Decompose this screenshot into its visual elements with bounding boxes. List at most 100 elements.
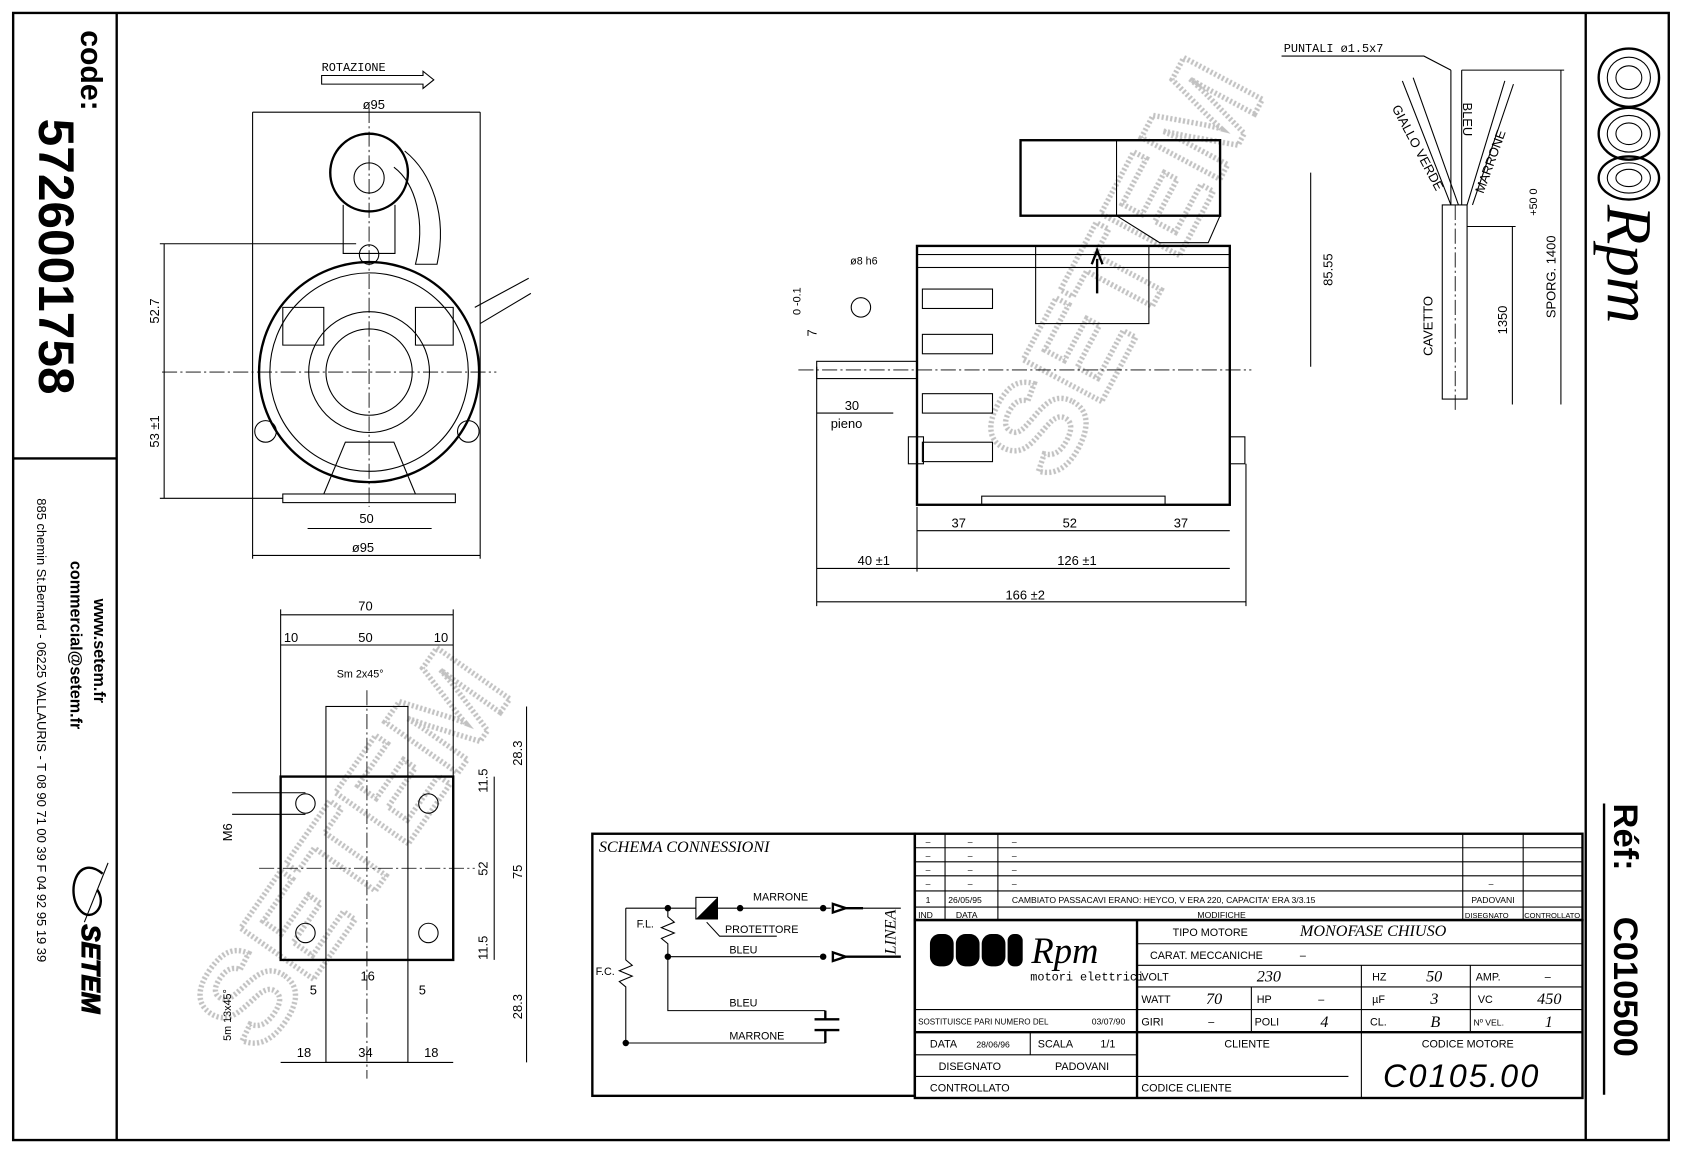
- right-brand-panel: Rpm Réf: C010500: [1584, 12, 1665, 1141]
- controllato-label: CONTROLLATO: [930, 1083, 1010, 1095]
- thread-m6: M6: [220, 823, 235, 841]
- dim-40: 40 ±1: [858, 553, 890, 568]
- dim-shaft-dia: ø8 h6: [850, 255, 878, 267]
- schema-marrone-low: MARRONE: [729, 1031, 784, 1043]
- cl-value: B: [1430, 1014, 1440, 1031]
- rev-ind: –: [926, 851, 931, 861]
- dim-w50: 50: [358, 630, 372, 645]
- website: www.setem.fr: [90, 598, 108, 704]
- dim-w10-left: 10: [284, 630, 298, 645]
- dim-166: 166 ±2: [1005, 588, 1044, 603]
- tipo-motore-value: MONOFASE CHIUSO: [1299, 923, 1447, 940]
- codice-motore-label: CODICE MOTORE: [1422, 1038, 1514, 1050]
- rpm-coil-logo-icon: [1597, 47, 1661, 201]
- disegnato-value: PADOVANI: [1055, 1061, 1109, 1073]
- rev-data: 26/05/95: [948, 895, 982, 905]
- dim-flat-tol: 0 -0.1: [792, 287, 804, 315]
- dim-b18-left: 18: [297, 1045, 311, 1060]
- codice-cliente-label: CODICE CLIENTE: [1141, 1083, 1231, 1095]
- vel-label: Nº VEL.: [1474, 1018, 1504, 1028]
- rev-data: –: [968, 837, 973, 847]
- dim-52-7: 52.7: [147, 298, 162, 323]
- volt-value: 230: [1257, 969, 1281, 986]
- uf-value: 3: [1429, 991, 1438, 1008]
- code-label: code:: [74, 30, 107, 111]
- left-info-panel: code: 5726001758 www.setem.fr commercial…: [13, 12, 118, 1141]
- wire-bleu: BLEU: [1460, 102, 1475, 136]
- rev-data: –: [968, 865, 973, 875]
- dim-52-mid: 52: [1063, 515, 1077, 530]
- schema-fc: F.C.: [596, 966, 615, 978]
- rev-ind: –: [926, 865, 931, 875]
- rev-data: –: [968, 879, 973, 889]
- dim-s5-left: 5: [310, 982, 317, 997]
- dim-b34: 34: [358, 1045, 372, 1060]
- rpm-logo-text: Rpm: [1593, 204, 1665, 324]
- disegnato-label: DISEGNATO: [939, 1061, 1001, 1073]
- rev-desc: –: [1012, 879, 1017, 889]
- header-disegnato: DISEGNATO: [1465, 911, 1509, 920]
- rev-ind: –: [926, 879, 931, 889]
- rev-dis: –: [1489, 879, 1494, 889]
- rotation-arrow-icon: [321, 70, 435, 90]
- amp-value: –: [1545, 971, 1551, 983]
- schema-title: SCHEMA CONNESSIONI: [599, 839, 771, 856]
- rev-data: –: [968, 851, 973, 861]
- header-modifiche: MODIFICHE: [1197, 910, 1246, 920]
- hz-label: HZ: [1372, 971, 1387, 983]
- dim-dia-top: ø95: [363, 97, 385, 112]
- vc-label: VC: [1478, 994, 1493, 1006]
- vel-value: 1: [1545, 1014, 1553, 1031]
- connection-schema: SCHEMA CONNESSIONI MARRONE PROTETTORE F.…: [591, 832, 917, 1098]
- dim-h52: 52: [476, 861, 491, 875]
- revision-table: – – – – – – – – – – – – – 1 26/05/95 CAM…: [913, 832, 1584, 922]
- dim-37-right: 37: [1174, 515, 1188, 530]
- setem-brand: SETEM: [76, 924, 104, 1015]
- dim-h28-3-top: 28.3: [510, 741, 525, 766]
- dim-h28-3-bottom: 28.3: [510, 994, 525, 1019]
- volt-label: VOLT: [1141, 971, 1169, 983]
- schema-bleu-low: BLEU: [729, 997, 757, 1009]
- title-logo-text: Rpm: [1030, 930, 1098, 971]
- sostituisce-value: 03/07/90: [1092, 1017, 1126, 1027]
- amp-label: AMP.: [1476, 971, 1501, 983]
- ref-value: C010500: [1606, 917, 1644, 1057]
- setem-logo: SETEM: [72, 862, 109, 1015]
- address: 885 chemin St.Bernard - 06225 VALLAURIS …: [34, 498, 49, 962]
- rotation-label: ROTAZIONE: [322, 61, 386, 75]
- rev-desc: CAMBIATO PASSACAVI ERANO: HEYCO, V ERA 2…: [1012, 895, 1316, 905]
- poli-value: 4: [1320, 1014, 1328, 1031]
- schema-fl: F.L.: [637, 919, 654, 931]
- code-value: 5726001758: [28, 119, 84, 395]
- cavetto-label: CAVETTO: [1421, 296, 1436, 356]
- rev-ind: 1: [926, 895, 931, 905]
- chamfer-top: Sm 2x45°: [337, 668, 384, 680]
- schema-linea: LINEA: [882, 910, 899, 956]
- header-data: DATA: [956, 910, 978, 920]
- schema-protettore: PROTETTORE: [725, 924, 798, 936]
- cl-label: CL.: [1370, 1017, 1387, 1029]
- watt-value: 70: [1206, 991, 1222, 1008]
- rev-dis: PADOVANI: [1471, 895, 1514, 905]
- dim-b18-right: 18: [424, 1045, 438, 1060]
- hp-label: HP: [1257, 994, 1272, 1006]
- rev-desc: –: [1012, 837, 1017, 847]
- tipo-motore-label: TIPO MOTORE: [1173, 927, 1248, 939]
- puntali-label: PUNTALI ø1.5x7: [1284, 42, 1384, 56]
- hz-value: 50: [1426, 969, 1442, 986]
- title-logo-sub: motori elettrici: [1030, 970, 1144, 984]
- schema-marrone-top: MARRONE: [753, 892, 808, 904]
- hp-value: –: [1318, 994, 1324, 1006]
- header-controllato: CONTROLLATO: [1524, 911, 1580, 920]
- uf-label: µF: [1372, 994, 1385, 1006]
- dim-1350: 1350: [1495, 306, 1510, 335]
- dim-37-left: 37: [952, 515, 966, 530]
- dim-shaft-30: 30: [845, 398, 859, 413]
- carat-label: CARAT. MECCANICHE: [1150, 950, 1263, 962]
- dim-w10-right: 10: [434, 630, 448, 645]
- dim-53: 53 ±1: [147, 415, 162, 447]
- direction-arrow-icon: [1090, 246, 1104, 294]
- ref-label: Réf:: [1606, 804, 1644, 871]
- side-view-drawing: ø8 h6 0 -0.1 7 30 pieno 37 52 37 40 ±1 1…: [792, 139, 1335, 607]
